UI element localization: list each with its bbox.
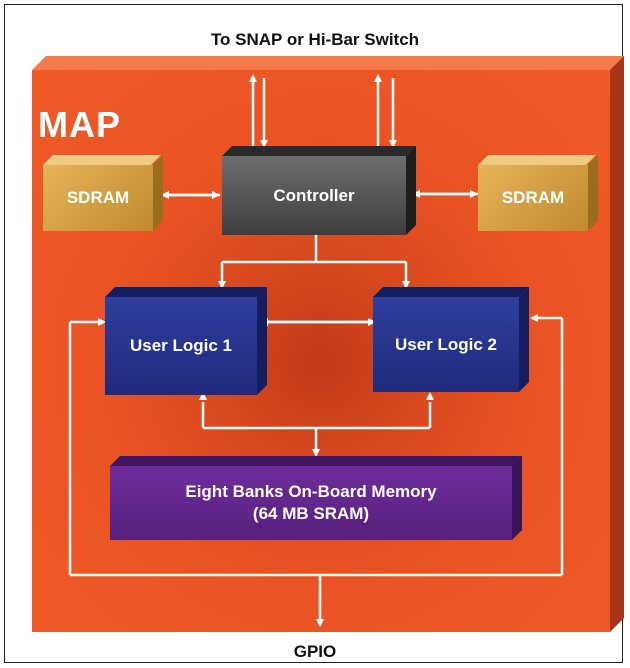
memory-line-2: (64 MB SRAM) — [252, 504, 370, 523]
board-side-face — [610, 56, 624, 632]
user-logic-2-top — [373, 287, 529, 297]
memory-side — [512, 456, 522, 540]
user-logic-2-block: User Logic 2 — [373, 297, 519, 392]
controller-block: Controller — [222, 156, 406, 235]
memory-top — [110, 456, 522, 466]
memory-line-1: Eight Banks On-Board Memory — [185, 482, 437, 501]
sdram-right-block: SDRAM — [478, 165, 588, 231]
sdram-left-top — [43, 155, 161, 165]
user-logic-1-side — [257, 287, 267, 395]
map-label: MAP — [38, 104, 121, 145]
bottom-caption: GPIO — [293, 642, 337, 661]
sdram-left-side — [153, 155, 163, 231]
user-logic-2-side — [519, 287, 529, 392]
sdram-left-block: SDRAM — [43, 165, 153, 231]
sdram-right-top — [478, 155, 596, 165]
memory-block: Eight Banks On-Board Memory (64 MB SRAM) — [110, 466, 512, 540]
top-caption: To SNAP or Hi-Bar Switch — [210, 30, 420, 49]
board-top-face — [32, 56, 624, 70]
user-logic-1-top — [105, 287, 267, 297]
user-logic-1-block: User Logic 1 — [105, 297, 257, 395]
controller-side — [406, 146, 416, 235]
sdram-right-side — [588, 155, 598, 231]
controller-top — [222, 146, 416, 156]
